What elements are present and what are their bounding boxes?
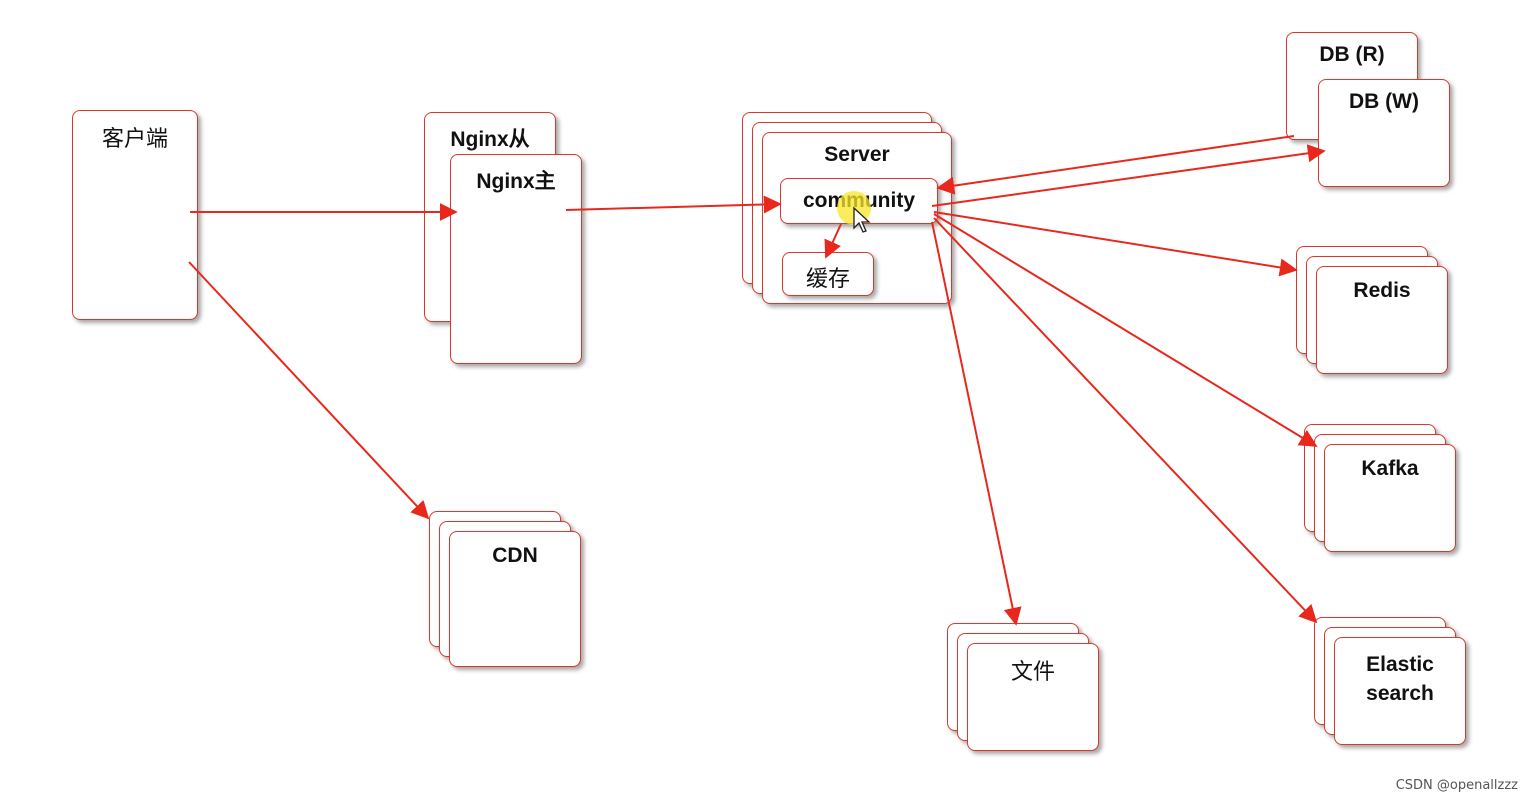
- arrow-dbr-to-community: [936, 135, 1295, 195]
- watermark: CSDN @openallzzz: [1395, 778, 1518, 793]
- kafka-label: Kafka: [1361, 457, 1419, 480]
- client-node: 客户端: [72, 110, 198, 320]
- nginx-master-node: Nginx主: [450, 154, 582, 364]
- nginx-master-label: Nginx主: [476, 170, 556, 193]
- arrow-community-to-files: [931, 221, 1022, 626]
- arrow-community-to-redis: [933, 211, 1298, 277]
- arrow-nginx-to-community: [565, 195, 782, 214]
- redis-label: Redis: [1353, 279, 1411, 302]
- cache-node: 缓存: [782, 252, 874, 296]
- elastic-search-label: Elastic search: [1366, 653, 1434, 705]
- cdn-label: CDN: [492, 544, 538, 567]
- db-write-label: DB (W): [1349, 90, 1419, 113]
- server-label: Server: [824, 143, 890, 166]
- arrow-community-to-elastic: [933, 217, 1318, 624]
- mouse-pointer-icon: [853, 206, 871, 233]
- client-label: 客户端: [101, 126, 168, 151]
- nginx-slave-label: Nginx从: [450, 128, 530, 151]
- files-node: 文件: [967, 643, 1099, 751]
- cache-label: 缓存: [805, 266, 850, 291]
- kafka-node: Kafka: [1324, 444, 1456, 552]
- db-write-node: DB (W): [1318, 79, 1450, 187]
- cdn-node: CDN: [449, 531, 581, 667]
- redis-node: Redis: [1316, 266, 1448, 374]
- elastic-search-node: Elastic search: [1334, 637, 1466, 745]
- arrow-community-to-cache: [824, 223, 842, 259]
- db-read-label: DB (R): [1319, 43, 1385, 66]
- arrow-community-to-kafka: [933, 213, 1318, 447]
- files-label: 文件: [1010, 659, 1055, 684]
- arrow-client-to-cdn: [188, 261, 430, 520]
- arrow-community-to-dbw: [931, 144, 1326, 207]
